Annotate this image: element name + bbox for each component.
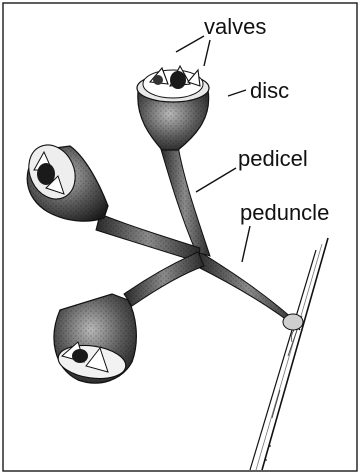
label-peduncle: peduncle [240, 200, 329, 225]
capsule-left [20, 137, 108, 221]
pedicel-bottom [124, 252, 204, 306]
valves-leader-right [204, 40, 210, 66]
label-disc: disc [250, 78, 289, 103]
label-pedicel: pedicel [238, 146, 308, 171]
label-valves: valves [204, 14, 266, 39]
capsule-top [137, 66, 209, 150]
valves-leader-left [176, 36, 204, 52]
branch [250, 238, 328, 470]
pedicel-leader [196, 168, 236, 192]
peduncle-stalk [196, 252, 303, 330]
capsule-bottom [54, 294, 136, 383]
disc-leader [228, 90, 246, 96]
peduncle-leader [242, 226, 250, 262]
